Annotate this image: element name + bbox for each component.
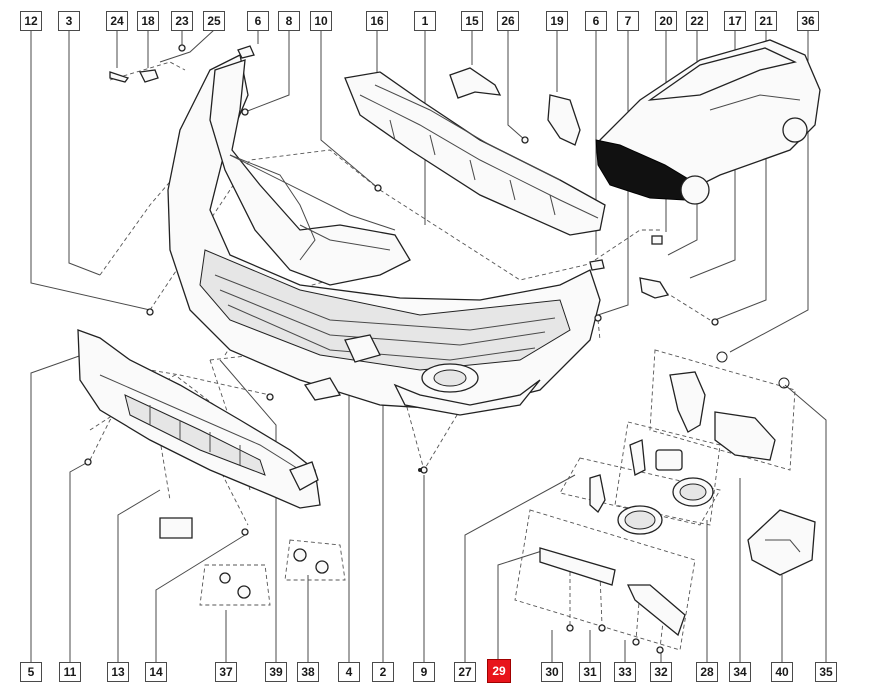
vehicle-silhouette bbox=[595, 39, 821, 205]
absorber-beam bbox=[344, 71, 606, 236]
callout-39[interactable]: 39 bbox=[265, 662, 287, 682]
callout-24[interactable]: 24 bbox=[106, 11, 128, 31]
callout-40[interactable]: 40 bbox=[771, 662, 793, 682]
callout-26[interactable]: 26 bbox=[497, 11, 519, 31]
callout-14[interactable]: 14 bbox=[145, 662, 167, 682]
callout-5[interactable]: 5 bbox=[20, 662, 42, 682]
callout-18[interactable]: 18 bbox=[137, 11, 159, 31]
hotspot-dots bbox=[418, 468, 422, 472]
callout-16[interactable]: 16 bbox=[366, 11, 388, 31]
callout-28[interactable]: 28 bbox=[696, 662, 718, 682]
callout-17[interactable]: 17 bbox=[724, 11, 746, 31]
callout-15[interactable]: 15 bbox=[461, 11, 483, 31]
right-brackets bbox=[449, 67, 790, 461]
callout-30[interactable]: 30 bbox=[541, 662, 563, 682]
callout-29-selected[interactable]: 29 bbox=[487, 659, 511, 683]
callout-3[interactable]: 3 bbox=[58, 11, 80, 31]
callout-27[interactable]: 27 bbox=[454, 662, 476, 682]
callout-6-left[interactable]: 6 bbox=[247, 11, 269, 31]
lower-valance bbox=[77, 329, 321, 509]
callout-21[interactable]: 21 bbox=[755, 11, 777, 31]
callout-38[interactable]: 38 bbox=[297, 662, 319, 682]
callout-6-right[interactable]: 6 bbox=[585, 11, 607, 31]
callout-12[interactable]: 12 bbox=[20, 11, 42, 31]
bumper-frame bbox=[209, 59, 411, 286]
callout-19[interactable]: 19 bbox=[546, 11, 568, 31]
bumper-cover bbox=[167, 54, 601, 416]
leader-lines-bottom bbox=[30, 354, 827, 662]
callout-10[interactable]: 10 bbox=[310, 11, 332, 31]
callout-34[interactable]: 34 bbox=[729, 662, 751, 682]
callout-13[interactable]: 13 bbox=[107, 662, 129, 682]
callout-25[interactable]: 25 bbox=[203, 11, 225, 31]
callout-2[interactable]: 2 bbox=[372, 662, 394, 682]
callout-8[interactable]: 8 bbox=[278, 11, 300, 31]
fog-lamp-bezels bbox=[539, 439, 714, 637]
callout-37[interactable]: 37 bbox=[215, 662, 237, 682]
callout-9[interactable]: 9 bbox=[413, 662, 435, 682]
callout-31[interactable]: 31 bbox=[579, 662, 601, 682]
callout-36[interactable]: 36 bbox=[797, 11, 819, 31]
callout-11[interactable]: 11 bbox=[59, 662, 81, 682]
callout-33[interactable]: 33 bbox=[614, 662, 636, 682]
callout-20[interactable]: 20 bbox=[655, 11, 677, 31]
callout-32[interactable]: 32 bbox=[650, 662, 672, 682]
callout-4[interactable]: 4 bbox=[338, 662, 360, 682]
callout-35[interactable]: 35 bbox=[815, 662, 837, 682]
callout-1[interactable]: 1 bbox=[414, 11, 436, 31]
fasteners bbox=[84, 44, 816, 654]
callout-23[interactable]: 23 bbox=[171, 11, 193, 31]
callout-7[interactable]: 7 bbox=[617, 11, 639, 31]
callout-22[interactable]: 22 bbox=[686, 11, 708, 31]
